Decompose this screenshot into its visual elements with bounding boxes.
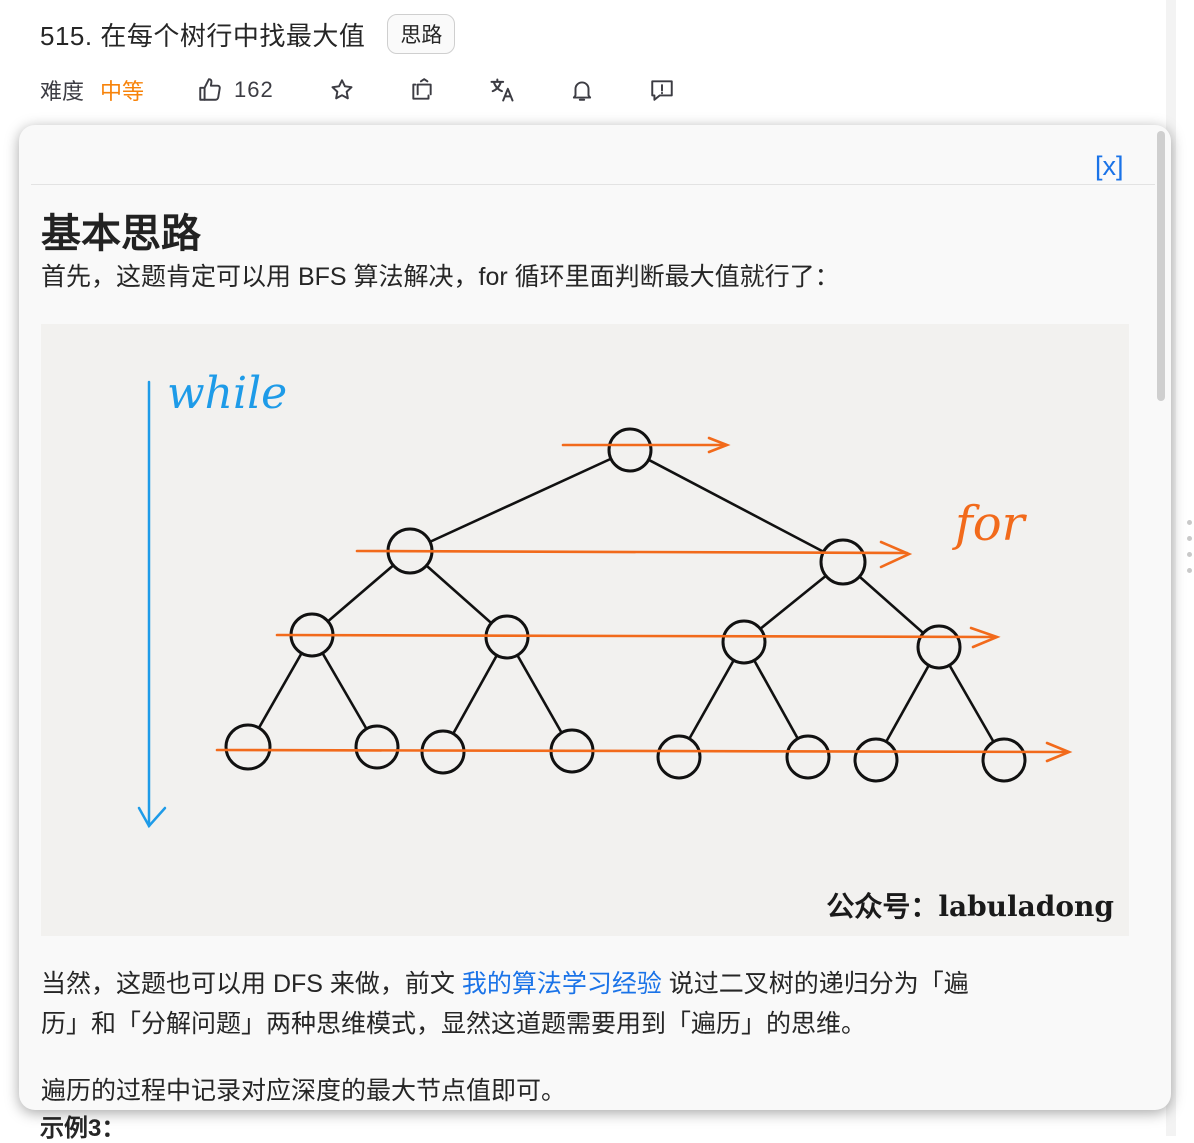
hint-tag[interactable]: 思路 [387,14,456,54]
title-row: 515. 在每个树行中找最大值 思路 [40,14,456,54]
tree-node [484,614,530,660]
intro-paragraph: 首先，这题肯定可以用 BFS 算法解决，for 循环里面判断最大值就行了： [41,263,840,291]
like-button[interactable]: 162 [196,76,274,104]
like-count: 162 [234,77,274,102]
traversal-paragraph: 遍历的过程中记录对应深度的最大节点值即可。 [41,1077,567,1105]
tree-node [354,724,400,770]
share-icon[interactable] [408,76,436,104]
watermark: 公众号：labuladong [826,890,1114,923]
tree-node [607,427,653,473]
tree-node [819,538,867,586]
bfs-tree-illustration: while [137,368,1114,923]
resize-handle[interactable] [1187,520,1194,600]
bell-icon[interactable] [568,76,596,104]
dfs-text-1: 当然，这题也可以用 DFS 来做，前文 [41,970,462,998]
thumbs-up-icon [196,76,224,104]
algorithm-experience-link[interactable]: 我的算法学习经验 [461,970,662,998]
tree-node [785,734,831,780]
tree-node [420,729,466,775]
meta-row: 难度 中等 162 [40,72,676,108]
difficulty-value: 中等 [100,79,145,104]
page-scrollbar[interactable] [1166,0,1176,1136]
tree-node [224,723,272,771]
while-label: while [167,368,287,419]
bfs-diagram: while [41,324,1129,936]
tree-node [853,737,899,783]
feedback-icon[interactable] [648,76,676,104]
dfs-paragraph: 当然，这题也可以用 DFS 来做，前文 我的算法学习经验 说过二叉树的递归分为「… [41,964,1101,1044]
popup-heading: 基本思路 [41,212,201,256]
hint-popup: [x] 基本思路 首先，这题肯定可以用 BFS 算法解决，for 循环里面判断最… [19,125,1171,1110]
popup-scrollbar[interactable] [1157,131,1165,401]
star-icon[interactable] [328,76,356,104]
tree-nodes [224,427,1027,783]
tree-node [721,619,767,665]
tree-node [656,734,702,780]
tree-node [981,737,1027,783]
tree-node [916,624,962,670]
dfs-text-2: 说过二叉树的递归分为「遍 [661,970,969,998]
dfs-text-3: 历」和「分解问题」两种思维模式，显然这道题需要用到「遍历」的思维。 [41,1010,867,1038]
while-arrow [137,380,167,829]
for-arrows [215,436,1073,763]
page-title: 515. 在每个树行中找最大值 [40,20,366,51]
tree-edges [246,448,1006,761]
example-heading: 示例3： [40,1115,126,1142]
translate-icon[interactable] [488,76,516,104]
divider [31,184,1155,185]
difficulty-label: 难度 [40,79,85,104]
close-button[interactable]: [x] [1095,151,1124,181]
for-label: for [952,496,1028,552]
